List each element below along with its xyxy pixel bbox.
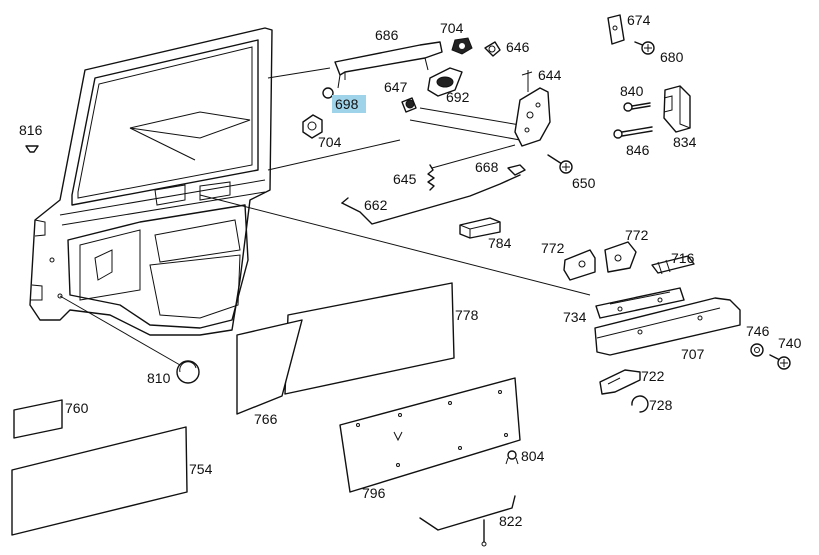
label-772-right[interactable]: 772 — [625, 227, 649, 243]
bracket-772-left — [563, 249, 596, 281]
plug-816 — [25, 145, 39, 153]
clip-728 — [631, 395, 649, 413]
label-647[interactable]: 647 — [384, 79, 408, 95]
clip-646 — [484, 41, 501, 57]
label-822[interactable]: 822 — [499, 513, 523, 529]
label-796[interactable]: 796 — [362, 485, 386, 501]
gasket-692 — [427, 67, 463, 97]
washer-746 — [750, 343, 764, 357]
label-707[interactable]: 707 — [681, 346, 705, 362]
label-740[interactable]: 740 — [778, 335, 802, 351]
bushing-647 — [401, 97, 417, 113]
label-840[interactable]: 840 — [620, 83, 644, 99]
outside-handle-686 — [334, 41, 443, 89]
spring-645 — [427, 164, 435, 191]
striker-834 — [663, 85, 691, 133]
panel-754 — [11, 426, 188, 536]
label-804[interactable]: 804 — [521, 448, 545, 464]
label-754[interactable]: 754 — [189, 461, 213, 477]
label-704-top[interactable]: 704 — [440, 20, 464, 36]
block-784 — [459, 217, 501, 239]
label-668[interactable]: 668 — [475, 159, 499, 175]
panel-760 — [13, 399, 63, 439]
screw-680 — [634, 41, 655, 55]
nut-704-lower — [302, 114, 323, 139]
rod-662 — [341, 174, 521, 225]
screw-650 — [547, 154, 573, 174]
clip-668 — [507, 164, 526, 176]
pin-716 — [651, 255, 695, 275]
bolt-840 — [623, 102, 651, 112]
label-646[interactable]: 646 — [506, 39, 530, 55]
catch-722 — [599, 369, 641, 395]
nut-704-top — [451, 37, 473, 55]
label-784[interactable]: 784 — [488, 235, 512, 251]
label-810[interactable]: 810 — [147, 370, 171, 386]
label-686[interactable]: 686 — [375, 27, 399, 43]
label-766[interactable]: 766 — [254, 411, 278, 427]
label-692[interactable]: 692 — [446, 89, 470, 105]
label-846[interactable]: 846 — [626, 142, 650, 158]
screw-740 — [769, 354, 791, 370]
label-834[interactable]: 834 — [673, 134, 697, 150]
grommet-810 — [176, 360, 200, 384]
label-772-left[interactable]: 772 — [541, 240, 565, 256]
label-760[interactable]: 760 — [65, 400, 89, 416]
label-778[interactable]: 778 — [455, 307, 479, 323]
rod-822 — [419, 495, 516, 547]
label-650[interactable]: 650 — [572, 175, 596, 191]
washer-698 — [322, 87, 334, 99]
label-674[interactable]: 674 — [627, 12, 651, 28]
plate-734 — [595, 287, 685, 319]
leader-lines — [59, 67, 591, 366]
frame-707 — [594, 297, 741, 356]
bracket-772-right — [604, 241, 637, 273]
part-labels: 686 704 646 674 680 644 692 647 698 704 … — [19, 12, 802, 529]
bracket-674 — [607, 14, 625, 45]
door-shell — [29, 27, 273, 336]
label-734[interactable]: 734 — [563, 309, 587, 325]
label-698[interactable]: 698 — [335, 96, 359, 112]
clip-804 — [505, 450, 519, 465]
label-704-lower[interactable]: 704 — [318, 134, 342, 150]
label-680[interactable]: 680 — [660, 49, 684, 65]
panel-766 — [236, 319, 303, 415]
label-816[interactable]: 816 — [19, 122, 43, 138]
label-644[interactable]: 644 — [538, 67, 562, 83]
label-746[interactable]: 746 — [746, 323, 770, 339]
panel-778 — [284, 282, 455, 395]
label-716[interactable]: 716 — [671, 250, 695, 266]
bolt-846 — [613, 126, 653, 139]
label-728[interactable]: 728 — [649, 397, 673, 413]
board-796 — [339, 377, 521, 493]
highlight-box — [332, 95, 366, 113]
label-662[interactable]: 662 — [364, 197, 388, 213]
label-722[interactable]: 722 — [641, 368, 665, 384]
lock-644 — [514, 70, 551, 147]
label-645[interactable]: 645 — [393, 171, 417, 187]
